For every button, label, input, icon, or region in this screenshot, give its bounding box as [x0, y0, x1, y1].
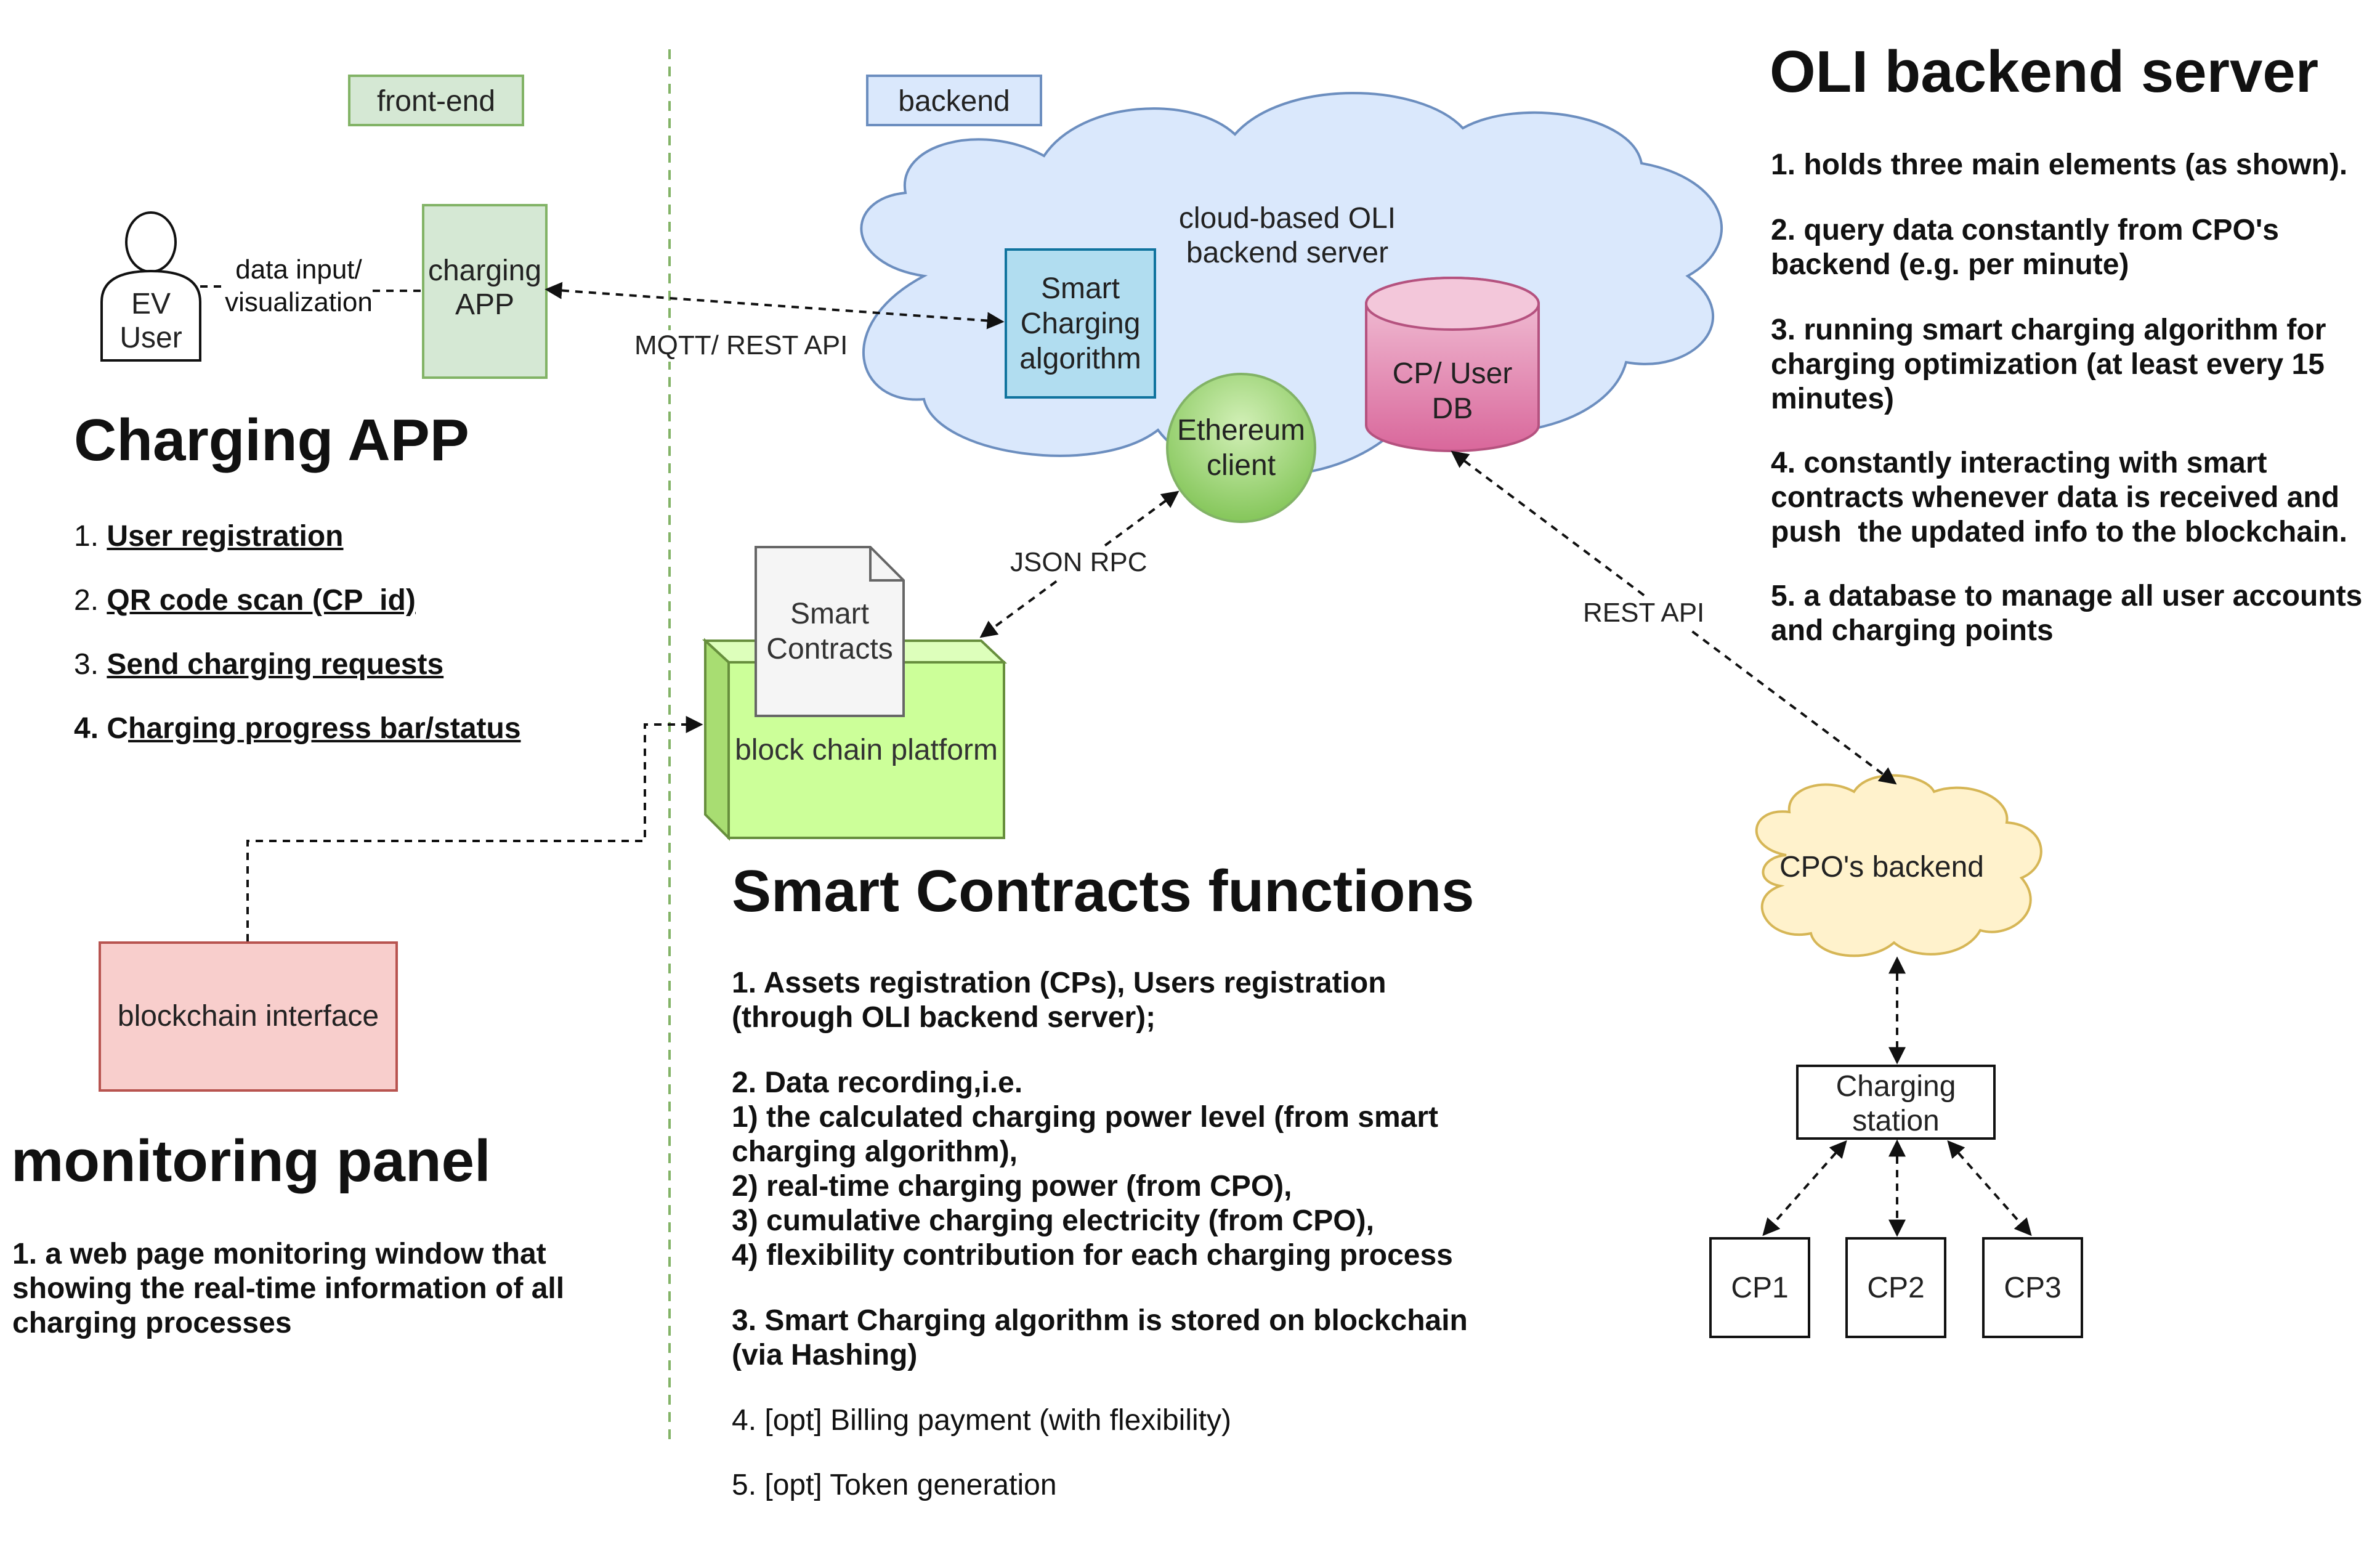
blockchain-interface-label: blockchain interface — [117, 1000, 379, 1033]
sc-function-3: 3. Smart Charging algorithm is stored on… — [732, 1304, 1468, 1371]
charging-app-item: 2. QR code scan (CP_id) — [74, 584, 416, 617]
cloud-label: cloud-based OLI backend server — [1178, 202, 1396, 269]
charging-station-label: Charging station — [1836, 1070, 1956, 1137]
oli-item-5: 5. a database to manage all user account… — [1771, 580, 2363, 647]
cp2-label: CP2 — [1867, 1272, 1925, 1304]
db-cylinder-top — [1365, 277, 1540, 331]
document-fold-icon — [869, 547, 904, 582]
oli-item-2: 2. query data constantly from CPO's back… — [1771, 214, 2279, 281]
sc-functions-heading: Smart Contracts functions — [732, 858, 1475, 924]
frontend-zone-box — [348, 75, 524, 126]
cp1-box — [1709, 1237, 1810, 1338]
cp1-label: CP1 — [1731, 1272, 1789, 1304]
db-label: CP/ User DB — [1392, 357, 1513, 425]
charging-app-box-label: charging APP — [427, 254, 542, 322]
mqtt-rest-label: MQTT/ REST API — [634, 330, 848, 362]
cp3-label: CP3 — [2004, 1272, 2062, 1304]
blockchain-platform-label: block chain platform — [735, 734, 998, 766]
ethereum-client-label: Ethereum client — [1176, 414, 1306, 482]
data-input-label: data input/ visualization — [225, 254, 373, 319]
backend-label: backend — [898, 85, 1010, 118]
rest-api-label: REST API — [1583, 598, 1705, 629]
json-rpc-label: JSON RPC — [1010, 547, 1148, 579]
oli-item-4: 4. constantly interacting with smart con… — [1771, 447, 2347, 548]
ethereum-client-circle — [1166, 373, 1316, 523]
cpo-backend-label: CPO's backend — [1779, 851, 1984, 883]
smart-charging-label: Smart Charging algorithm — [1019, 272, 1141, 375]
cp2-box — [1845, 1237, 1946, 1338]
oli-item-1: 1. holds three main elements (as shown). — [1771, 148, 2348, 181]
charging-app-item: 1. User registration — [74, 520, 344, 553]
oli-heading: OLI backend server — [1770, 39, 2319, 105]
blockchain-interface-box — [99, 941, 398, 1092]
sc-function-1: 1. Assets registration (CPs), Users regi… — [732, 967, 1386, 1034]
charging-app-heading: Charging APP — [74, 407, 469, 473]
smart-contracts-label: Smart Contracts — [766, 598, 893, 665]
sc-function-4: 4. [opt] Billing payment (with flexibili… — [732, 1404, 1231, 1437]
smart-contracts-document — [755, 546, 905, 717]
sc-function-5: 5. [opt] Token generation — [732, 1469, 1057, 1501]
monitoring-panel-heading: monitoring panel — [11, 1128, 491, 1194]
cp3-box — [1982, 1237, 2083, 1338]
station-to-cp1-connector — [1762, 1140, 1847, 1236]
interface-to-platform-connector — [246, 716, 703, 941]
station-to-cp3-connector — [1947, 1140, 2032, 1236]
ev-user-label: EV User — [119, 288, 182, 355]
charging-station-box — [1796, 1065, 1996, 1140]
charging-app-box — [422, 204, 548, 379]
ev-user-shape — [100, 211, 201, 362]
backend-zone-box — [866, 75, 1042, 126]
charging-app-item: 4. Charging progress bar/status — [74, 712, 521, 745]
frontend-label: front-end — [376, 85, 496, 118]
monitoring-panel-text: 1. a web page monitoring window that sho… — [12, 1238, 565, 1339]
cpo-cloud-shape — [1755, 774, 2042, 957]
sc-function-2: 2. Data recording,i.e. 1) the calculated… — [732, 1066, 1453, 1272]
smart-charging-box — [1005, 248, 1156, 399]
charging-app-item: 3. Send charging requests — [74, 648, 444, 681]
oli-item-3: 3. running smart charging algorithm for … — [1771, 314, 2326, 415]
